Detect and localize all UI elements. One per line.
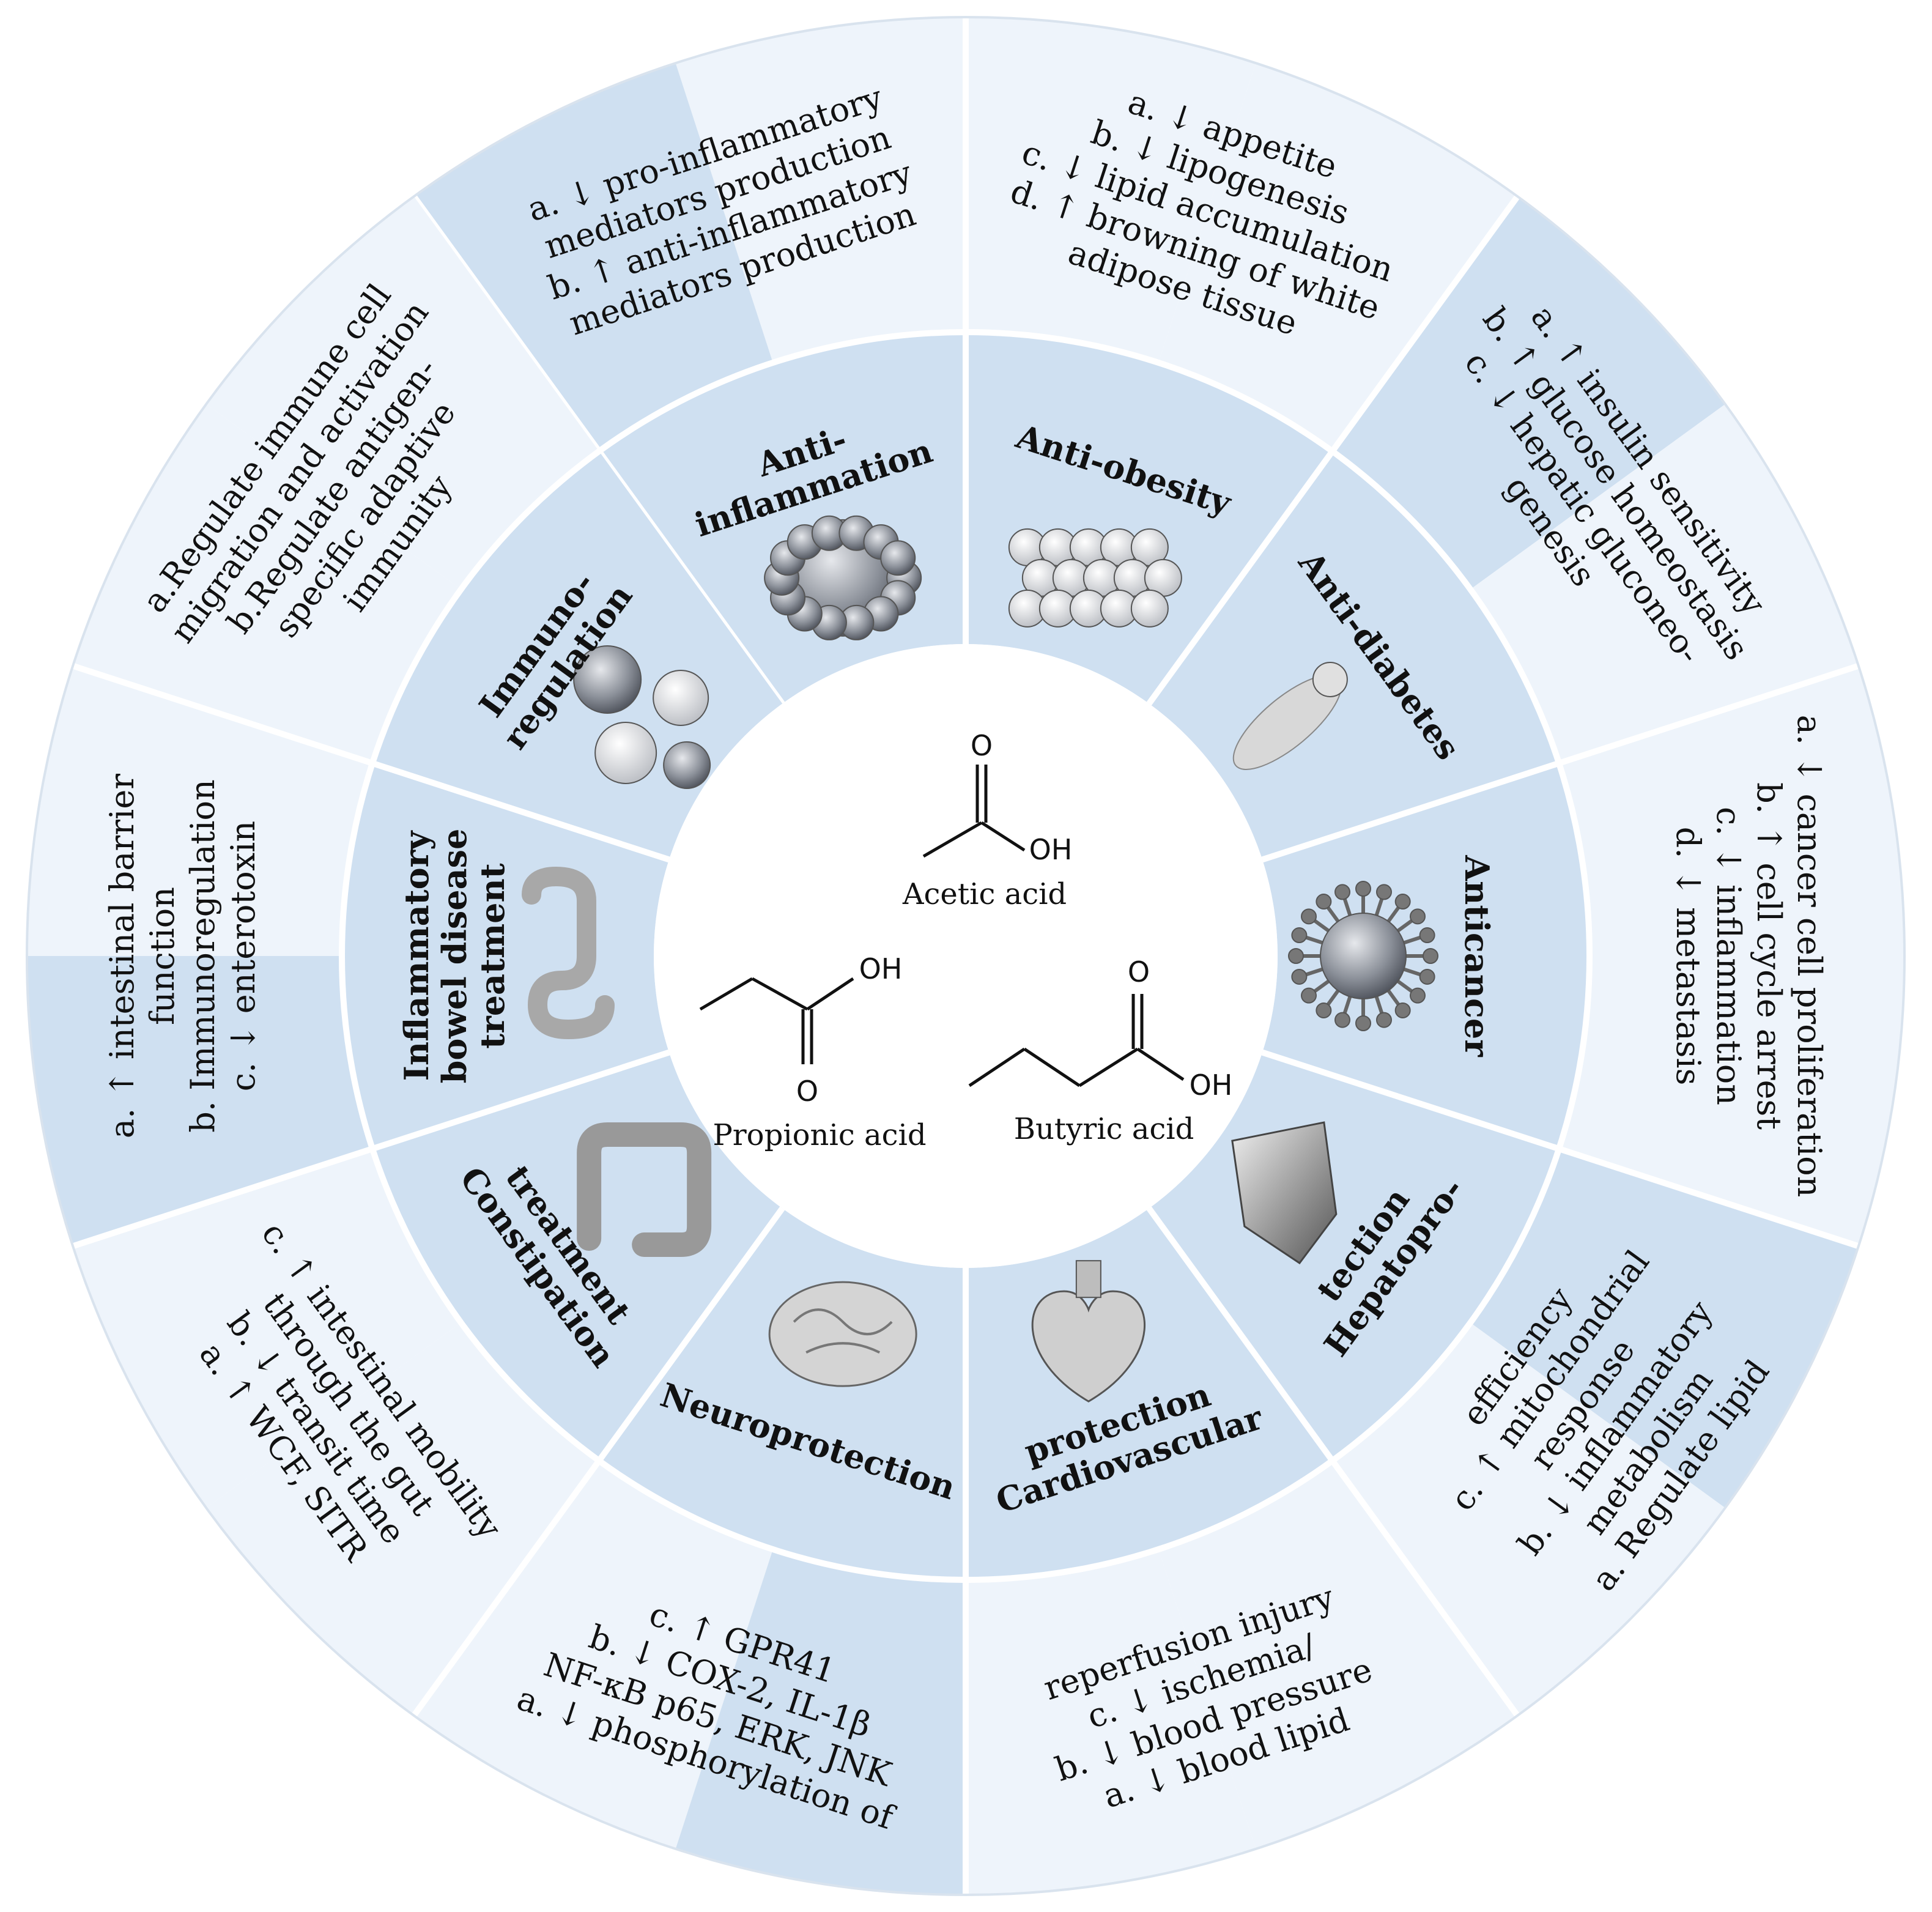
adipocyte-cluster-icon: [1008, 528, 1182, 628]
virus-cell-icon: [1288, 881, 1438, 1031]
constipation-treatment-inner-sector: [372, 1052, 783, 1461]
neuroprotection-outer-sector-a: [413, 1461, 773, 1849]
immunoregulation-outer-sector-b: [73, 404, 461, 763]
propionic-acid-o-label: O: [796, 1075, 818, 1108]
anticancer-effect-line: b. ↑ cell cycle arrest: [1750, 782, 1788, 1130]
propionic-acid-name: Propionic acid: [712, 1118, 926, 1152]
ibd-treatment-effect-line: c. ↓ enterotoxin: [224, 821, 262, 1091]
constipation-treatment-outer-sector-a: [73, 1149, 461, 1508]
anti-inflammation-outer-sector-a: [675, 17, 966, 363]
immunoregulation-outer-sector-a: [206, 196, 599, 590]
center-disc: O OH Acetic acid OH O Propionic acid O O…: [654, 644, 1278, 1268]
cardiovascular-protection-outer-sector-b: [1158, 1461, 1518, 1849]
ibd-treatment-outer-sector-a: [27, 665, 372, 956]
intestine-icon: [522, 866, 615, 1040]
butyric-acid-oh-label: OH: [1190, 1069, 1233, 1102]
anti-obesity-outer-sector-b: [966, 17, 1256, 363]
anti-diabetes-outer-sector-b: [1332, 196, 1725, 590]
acetic-acid-oh-label: OH: [1029, 833, 1073, 866]
anticancer-effect-line: d. ↓ metastasis: [1669, 827, 1708, 1086]
ibd-treatment-effect-line: function: [143, 887, 182, 1025]
acetic-acid-structure: [922, 765, 1026, 858]
constipation-treatment-outer-sector-b: [206, 1322, 599, 1716]
anticancer-title-line: Anticancer: [1457, 854, 1497, 1057]
acetic-acid-name: Acetic acid: [902, 877, 1067, 911]
ibd-treatment-outer-sector-b: [27, 956, 372, 1247]
anticancer-effect-line: a. ↓ cancer cell proliferation: [1790, 715, 1829, 1198]
liver-icon: [1231, 1121, 1338, 1265]
human-body-icon: [1232, 661, 1348, 771]
colon-icon: [577, 1122, 712, 1258]
ibd-treatment-title-line: treatment: [473, 863, 512, 1048]
brain-icon: [768, 1281, 917, 1387]
segment-constipation-treatment: [73, 1052, 783, 1716]
segment-ibd-treatment: [27, 665, 669, 1247]
ibd-treatment-effect-line: a. ↑ intestinal barrier: [103, 774, 141, 1138]
butyric-acid-name: Butyric acid: [1014, 1112, 1194, 1146]
neuroprotection-outer-sector-b: [675, 1549, 966, 1895]
anticancer-title: Anticancer: [1457, 854, 1497, 1057]
ibd-treatment-title-line: bowel disease: [435, 829, 474, 1084]
butyric-acid-structure: [968, 994, 1185, 1088]
ibd-treatment-title-line: Inflammatory: [397, 830, 436, 1081]
immune-cells-icon: [573, 645, 711, 789]
anticancer-outer-sector-b: [1559, 665, 1904, 956]
segment-cardiovascular-protection: [966, 1208, 1518, 1895]
macrophage-icon: [764, 515, 922, 640]
anticancer-outer-sector-a: [1559, 956, 1904, 1247]
outer-border: [26, 16, 1906, 1896]
propionic-acid-oh-label: OH: [859, 952, 903, 985]
heart-icon: [1031, 1260, 1146, 1403]
anti-obesity-outer-sector-a: [1158, 63, 1518, 451]
anti-inflammation-outer-sector-b: [413, 63, 773, 451]
hepatoprotection-outer-sector-b: [1470, 1149, 1859, 1508]
segment-anticancer: [1262, 665, 1904, 1247]
hepatoprotection-outer-sector-a: [1332, 1322, 1725, 1716]
ring-divider: [339, 329, 1593, 1583]
acetic-acid-o-label: O: [971, 729, 993, 762]
butyric-acid-o-label: O: [1128, 955, 1150, 988]
ibd-treatment-effect-line: b. Immunoregulation: [183, 779, 222, 1133]
cardiovascular-protection-outer-sector-a: [966, 1549, 1256, 1895]
anti-diabetes-outer-sector-a: [1470, 404, 1859, 763]
propionic-acid-structure: [699, 977, 854, 1064]
ibd-treatment-inner-sector: [342, 763, 669, 1149]
anticancer-effect-line: c. ↓ inflammation: [1709, 807, 1748, 1105]
